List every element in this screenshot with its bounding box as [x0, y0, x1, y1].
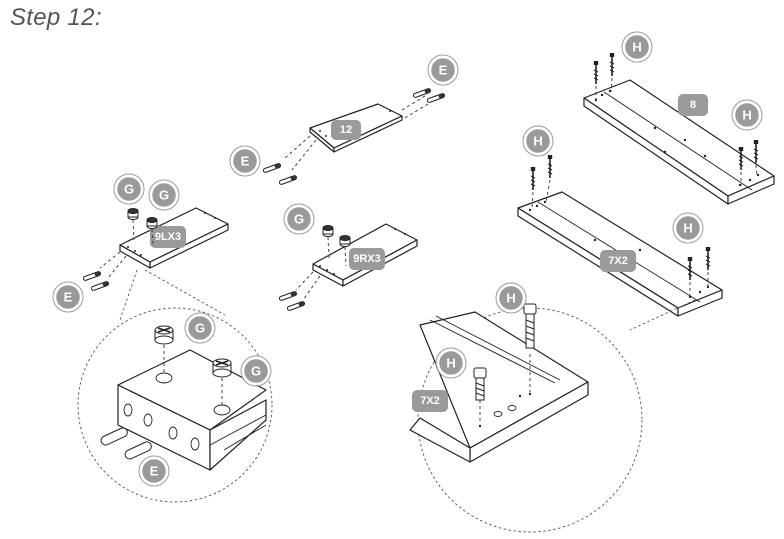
cam-g-left-2 — [146, 217, 158, 229]
detail-7x2-label: 7X2 — [420, 395, 440, 407]
badge-h-2: H — [730, 98, 764, 132]
badge-h-4: H — [671, 211, 705, 245]
badge-h-1: H — [620, 30, 654, 64]
svg-text:H: H — [506, 291, 515, 306]
screw-h-7-4 — [704, 246, 712, 271]
svg-text:G: G — [159, 188, 169, 203]
svg-text:H: H — [742, 108, 751, 123]
svg-text:E: E — [150, 464, 159, 479]
screw-h-7-2 — [546, 154, 554, 179]
detail-screw-1 — [473, 367, 487, 424]
screw-h-8-2 — [608, 52, 616, 77]
detail-right — [409, 307, 643, 533]
panel-7x2: 7X2 — [517, 191, 723, 317]
dowel-e-9l-1 — [82, 270, 102, 282]
dowel-e-top-2 — [426, 92, 446, 104]
detail-dowel-1 — [100, 427, 128, 446]
badge-g-4: G — [183, 311, 217, 345]
badge-e-3: E — [51, 280, 85, 314]
svg-text:E: E — [439, 63, 448, 78]
svg-text:E: E — [64, 290, 73, 305]
panel-8: 8 — [583, 79, 775, 205]
detail-dowel-2 — [124, 441, 152, 460]
cam-g-mid-2 — [339, 235, 351, 247]
svg-text:G: G — [294, 212, 304, 227]
screw-h-8-4 — [752, 139, 760, 164]
dowel-e-left-2 — [278, 174, 298, 186]
step-title: Step 12: — [10, 4, 102, 31]
detail-screw-2 — [523, 303, 537, 392]
panel-9rx3-label: 9RX3 — [353, 253, 381, 265]
badge-h-6: H — [434, 346, 468, 380]
detail-left — [77, 307, 273, 503]
svg-text:G: G — [195, 321, 205, 336]
badge-g-3: G — [282, 202, 316, 236]
svg-text:H: H — [683, 221, 692, 236]
detail-cam-2 — [212, 358, 232, 406]
badge-e-2: E — [228, 144, 262, 178]
dowel-e-top-1 — [412, 87, 432, 99]
svg-text:G: G — [251, 364, 261, 379]
badge-g-5: G — [239, 354, 273, 388]
screw-h-8-1 — [592, 60, 600, 85]
panel-12-label: 12 — [340, 124, 352, 136]
panel-9lx3-label: 9LX3 — [155, 231, 181, 243]
svg-text:H: H — [446, 356, 455, 371]
dowel-e-9r-2 — [286, 300, 306, 312]
dowel-e-9l-2 — [90, 280, 110, 292]
screw-h-7-1 — [529, 166, 537, 191]
badge-h-5: H — [494, 281, 528, 315]
badge-e-4: E — [137, 454, 171, 488]
panel-12: 12 — [309, 103, 403, 153]
cam-g-mid-1 — [322, 225, 334, 237]
panel-7x2-label: 7X2 — [608, 255, 628, 267]
dowel-e-left-1 — [262, 162, 282, 174]
svg-text:H: H — [632, 40, 641, 55]
badge-g-1: G — [112, 172, 146, 206]
detail-cam-1 — [154, 325, 174, 375]
panel-9lx3: 9LX3 — [119, 207, 229, 269]
svg-text:E: E — [241, 154, 250, 169]
panel-8-label: 8 — [690, 99, 696, 111]
badge-e-1: E — [426, 53, 460, 87]
panel-9rx3: 9RX3 — [312, 223, 418, 287]
svg-text:G: G — [124, 182, 134, 197]
cam-g-left-1 — [127, 208, 139, 220]
badge-h-3: H — [521, 124, 555, 158]
badge-g-2: G — [147, 178, 181, 212]
svg-text:H: H — [533, 134, 542, 149]
dowel-e-9r-1 — [278, 290, 298, 302]
